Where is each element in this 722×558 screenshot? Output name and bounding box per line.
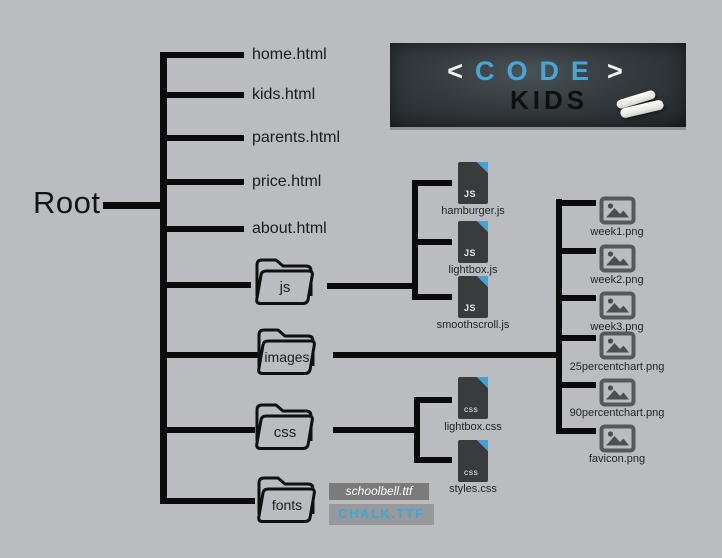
document-icon [458, 377, 488, 419]
folded-corner-icon [477, 276, 488, 287]
file-label-favicon-png: favicon.png [588, 453, 646, 465]
document-icon [458, 440, 488, 482]
branch-line-home [160, 52, 244, 58]
folder-css: css [250, 395, 318, 453]
folded-corner-icon [477, 440, 488, 451]
images-stub-week3 [560, 295, 596, 301]
images-stub-favicon [560, 428, 596, 434]
html-file-label-kids: kids.html [252, 86, 316, 103]
images-stub-25percentchart [560, 335, 596, 341]
folder-label-images: images [264, 349, 310, 365]
html-file-label-about: about.html [252, 220, 327, 237]
image-icon [599, 244, 636, 273]
root-label: Root [33, 185, 101, 220]
branch-line-css-folder [160, 427, 255, 433]
images-stub-90percentchart [560, 382, 596, 388]
folder-icon [255, 258, 314, 305]
file-label-styles-css: styles.css [449, 483, 497, 495]
folder-js: js [250, 250, 318, 308]
image-file-icon-week1 [599, 196, 636, 225]
right-angle-bracket: > [607, 56, 629, 86]
image-file-icon-favicon [599, 424, 636, 453]
css-file-icon-styles: css [458, 440, 488, 482]
file-type-badge: css [464, 467, 479, 477]
file-label-lightbox-js: lightbox.js [448, 264, 498, 276]
js-stub-smoothscroll [416, 294, 452, 300]
js-file-icon-hamburger: JS [458, 162, 488, 204]
js-stub-lightbox [416, 239, 452, 245]
css-bracket-line [414, 397, 420, 463]
image-icon [599, 291, 636, 320]
file-type-badge: JS [464, 303, 477, 313]
js-bracket-line [412, 180, 418, 300]
font-file-tag-schoolbell: schoolbell.ttf [329, 483, 429, 500]
image-file-icon-week2 [599, 244, 636, 273]
branch-line-price [160, 179, 244, 185]
folder-label-fonts: fonts [271, 497, 303, 513]
image-file-icon-90percentchart [599, 378, 636, 407]
image-icon [599, 196, 636, 225]
trunk-line [160, 52, 167, 504]
html-file-label-parents: parents.html [252, 129, 341, 146]
file-label-25percentchart-png: 25percentchart.png [569, 361, 665, 373]
css-file-icon-lightbox: css [458, 377, 488, 419]
file-type-badge: css [464, 404, 479, 414]
file-label-90percentchart-png: 90percentchart.png [569, 407, 665, 419]
file-label-week2-png: week2.png [590, 274, 644, 286]
image-file-icon-25percentchart [599, 331, 636, 360]
folder-icon [257, 328, 316, 375]
folder-fonts: fonts [252, 468, 320, 526]
js-file-icon-smoothscroll: JS [458, 276, 488, 318]
js-stub-hamburger [416, 180, 452, 186]
branch-line-fonts-folder [160, 498, 255, 504]
css-stub-styles [418, 457, 452, 463]
branch-line-js-folder [160, 282, 251, 288]
image-file-icon-week3 [599, 291, 636, 320]
document-icon [458, 276, 488, 318]
left-angle-bracket: < [447, 56, 469, 86]
code-kids-logo-board: <CODE> KIDS [390, 43, 686, 130]
images-stub-week2 [560, 248, 596, 254]
folder-label-js: js [279, 279, 291, 296]
folded-corner-icon [477, 162, 488, 173]
logo-title: CODE [474, 56, 601, 86]
css-folder-connector-line [333, 427, 417, 433]
file-label-smoothscroll-js: smoothscroll.js [436, 319, 510, 331]
branch-line-kids [160, 92, 244, 98]
branch-line-images-folder [160, 352, 258, 358]
image-icon [599, 378, 636, 407]
font-file-tag-chalk: CHALK.TTF [329, 504, 434, 525]
css-stub-lightbox [418, 397, 452, 403]
branch-line-about [160, 226, 244, 232]
logo-subtitle: KIDS [509, 85, 589, 115]
file-label-week1-png: week1.png [590, 226, 644, 238]
images-stub-week1 [560, 200, 596, 206]
file-label-week3-png: week3.png [590, 321, 644, 333]
html-file-label-home: home.html [252, 46, 327, 63]
html-file-label-price: price.html [252, 173, 322, 190]
file-type-badge: JS [464, 248, 477, 258]
image-icon [599, 424, 636, 453]
folder-icon [257, 476, 316, 523]
document-icon [458, 162, 488, 204]
folded-corner-icon [477, 221, 488, 232]
folded-corner-icon [477, 377, 488, 388]
file-label-hamburger-js: hamburger.js [441, 205, 505, 217]
file-label-lightbox-css: lightbox.css [444, 421, 502, 433]
images-folder-connector-line [333, 352, 559, 358]
document-icon [458, 221, 488, 263]
folder-label-css: css [273, 424, 297, 441]
folder-images: images [252, 320, 320, 378]
logo-title-row: <CODE> [390, 56, 686, 86]
js-folder-connector-line [327, 283, 413, 289]
images-bracket-line [556, 199, 562, 434]
branch-line-parents [160, 135, 244, 141]
folder-icon [255, 403, 314, 450]
file-type-badge: JS [464, 189, 477, 199]
js-file-icon-lightbox: JS [458, 221, 488, 263]
image-icon [599, 331, 636, 360]
root-connector-line [103, 202, 161, 209]
